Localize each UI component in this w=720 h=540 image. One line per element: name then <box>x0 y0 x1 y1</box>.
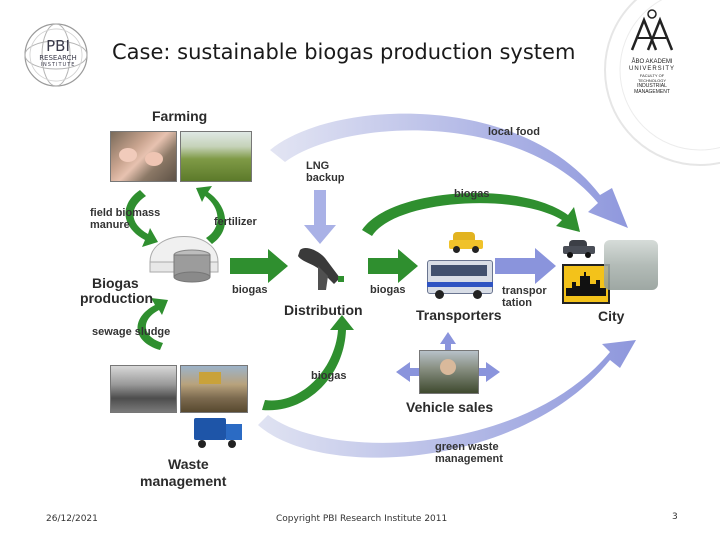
abo-logo-line6: MANAGEMENT <box>634 89 670 95</box>
biogas-tank-icon <box>149 236 219 283</box>
lng-label-line2: backup <box>306 172 345 184</box>
biogas-left-label: biogas <box>232 284 268 296</box>
pbi-logo: PBI RESEARCH INSTITUTE <box>14 20 100 90</box>
green-waste-label-line2: management <box>435 453 503 465</box>
car-icon <box>563 240 595 258</box>
biogas-top-arc-arrow <box>362 192 580 236</box>
abo-logo-line2: UNIVERSITY <box>628 66 675 72</box>
lng-label-line1: LNG <box>306 160 330 172</box>
fertilizer-arrow <box>196 186 226 244</box>
biogas-bottom-arc-arrow <box>262 315 354 411</box>
distribution-to-transporters-arrow <box>368 249 418 283</box>
biogas-production-label-line1: Biogas <box>92 275 139 291</box>
abo-logo-line5: INDUSTRIAL <box>637 83 667 89</box>
fertilizer-label: fertilizer <box>214 216 257 228</box>
field-biomass-label: field biomass <box>90 207 161 219</box>
local-food-label: local food <box>488 126 540 138</box>
sewage-sludge-label: sewage sludge <box>92 326 171 338</box>
abo-logo-line4: TECHNOLOGY <box>637 78 666 83</box>
bus-icon <box>427 260 493 300</box>
city-skyline-sign-icon <box>562 264 610 304</box>
pbi-logo-rings-icon <box>24 23 88 87</box>
abo-akademi-logo: ÅBO AKADEMI UNIVERSITY FACULTY OF TECHNO… <box>626 8 678 95</box>
biogas-right-label: biogas <box>370 284 406 296</box>
biogas-to-distribution-arrow <box>230 249 288 283</box>
taxi-icon <box>449 232 483 253</box>
car-buyer-photo <box>419 350 479 394</box>
skyline-silhouette-icon <box>566 272 606 296</box>
green-waste-label-line1: green waste <box>435 441 499 453</box>
field-crops-photo <box>180 131 252 182</box>
page-number: 3 <box>672 512 678 522</box>
waste-truck-icon <box>194 414 244 448</box>
pbi-logo-line1: PBI <box>46 37 70 55</box>
transportation-label-line2: tation <box>502 297 532 309</box>
pbi-logo-line3: INSTITUTE <box>40 62 76 68</box>
landfill-photo <box>180 365 248 413</box>
field-biomass-arrow <box>125 190 158 247</box>
transportation-label-line1: transpor <box>502 285 547 297</box>
abo-logo-line3: FACULTY OF <box>639 73 665 78</box>
abo-akademi-emblem-icon <box>630 9 674 51</box>
crowd-people-icon <box>604 240 658 290</box>
pbi-logo-line2: RESEARCH <box>39 54 77 62</box>
sewage-plant-photo <box>110 365 177 413</box>
transportation-arrow <box>495 248 556 284</box>
pbi-logo-text: PBI RESEARCH INSTITUTE <box>36 38 80 68</box>
waste-label-line1: Waste <box>168 456 209 472</box>
footer-copyright: Copyright PBI Research Institute 2011 <box>276 514 448 524</box>
biogas-bottom-label: biogas <box>311 370 347 382</box>
farming-label: Farming <box>152 108 208 124</box>
vehicle-sales-label: Vehicle sales <box>406 399 494 415</box>
pigs-photo <box>110 131 177 182</box>
green-waste-arrow <box>258 340 636 458</box>
biogas-production-label-line2: production <box>80 290 154 306</box>
slide-title: Case: sustainable biogas production syst… <box>112 40 576 64</box>
city-label: City <box>598 308 625 324</box>
distribution-label: Distribution <box>284 302 363 318</box>
footer-date: 26/12/2021 <box>46 514 98 524</box>
manure-label: manure <box>90 219 130 231</box>
fuel-nozzle-icon <box>298 247 344 290</box>
sewage-sludge-arrow <box>137 298 168 350</box>
biogas-top-label: biogas <box>454 188 490 200</box>
abo-logo-line1: ÅBO AKADEMI <box>631 59 673 65</box>
transporters-label: Transporters <box>416 307 502 323</box>
waste-label-line2: management <box>140 473 227 489</box>
lng-backup-arrow <box>304 190 336 244</box>
